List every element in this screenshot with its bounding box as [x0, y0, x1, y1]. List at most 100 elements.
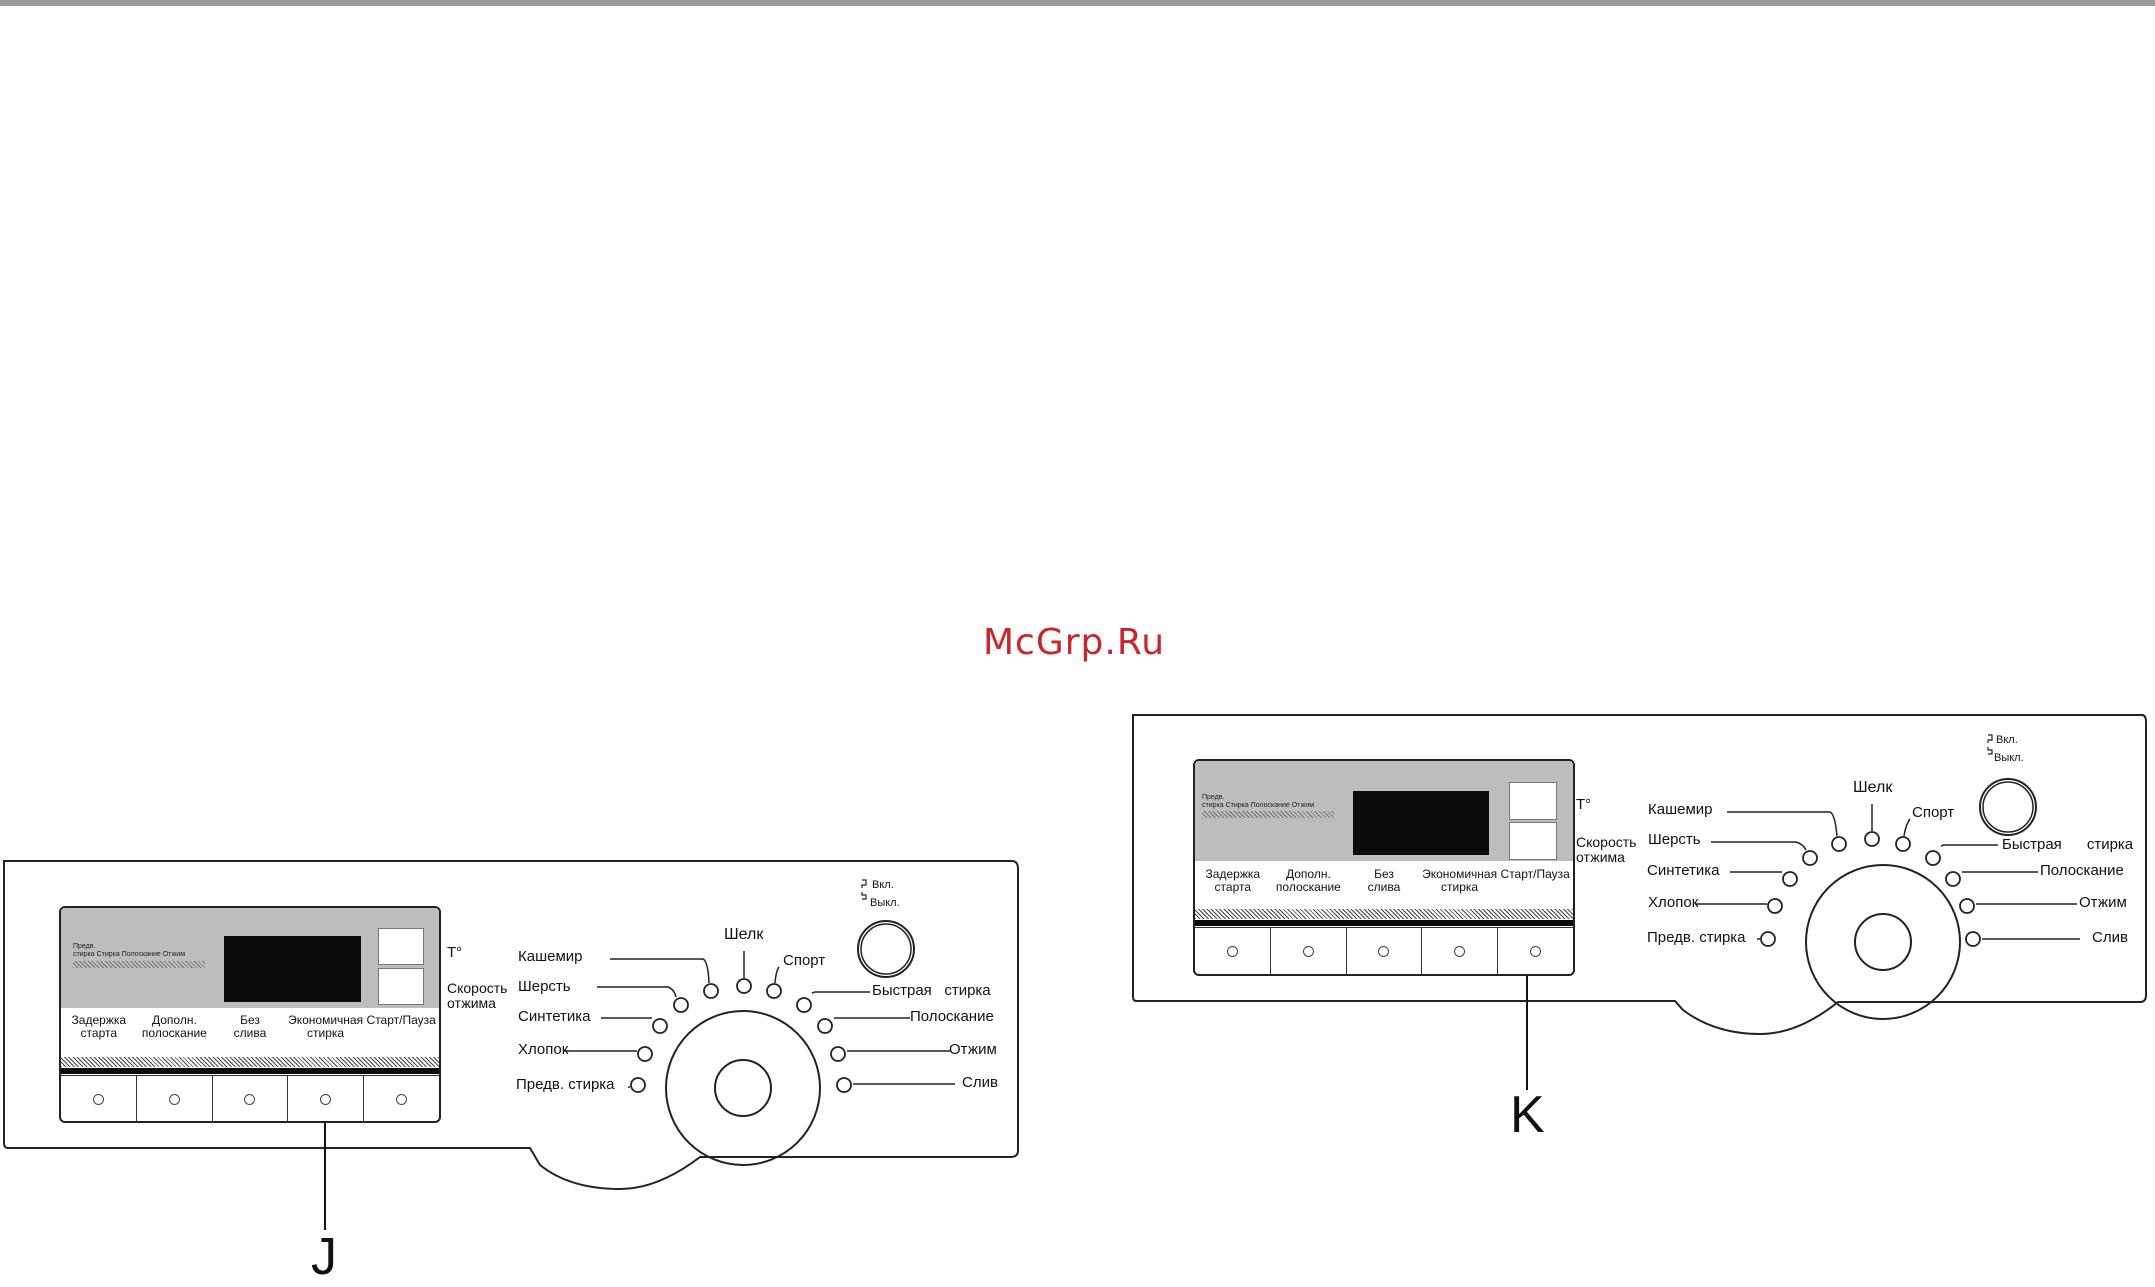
phase-labels: Предв. стирка Стирка Полоскание Отжим: [1202, 794, 1315, 809]
label-cotton: Хлопок: [518, 1041, 569, 1058]
power-on-label: Вкл.: [872, 879, 894, 891]
delay-start-button[interactable]: [1195, 928, 1270, 974]
label-wool: Шерсть: [1648, 831, 1701, 848]
label-wool: Шерсть: [518, 978, 571, 995]
power-on-label: Вкл.: [1996, 734, 2018, 746]
led-rinse: [1945, 871, 1961, 887]
led-silk: [1864, 831, 1880, 847]
phase-labels: Предв. стирка Стирка Полоскание Отжим: [73, 943, 186, 958]
label-spin: Отжим: [2079, 894, 2127, 911]
mesh-strip: [1195, 909, 1573, 919]
label-cashmere: Кашемир: [1648, 801, 1713, 818]
button-dot: [168, 1093, 180, 1105]
led-synthetics: [652, 1018, 668, 1034]
label-start-pause: Старт/Пауза: [366, 1013, 436, 1027]
program-dial-ring[interactable]: [1805, 864, 1961, 1020]
led-cashmere: [1831, 836, 1847, 852]
label-extra-rinse: Дополн.полоскание: [1275, 867, 1341, 894]
button-dot: [1530, 946, 1542, 957]
temp-display: [1509, 782, 1557, 820]
button-dot: [1226, 946, 1238, 957]
extra-rinse-button[interactable]: [135, 1076, 212, 1121]
panel-outline-k: [1132, 714, 2147, 1090]
button-dot: [396, 1093, 408, 1105]
option-buttons: [61, 1075, 439, 1121]
button-dot: [1454, 946, 1466, 957]
label-prewash: Предв. стирка: [1647, 929, 1746, 946]
led-wool: [1802, 850, 1818, 866]
label-cashmere: Кашемир: [518, 948, 583, 965]
lcd-screen: [224, 936, 361, 1002]
program-dial-ring[interactable]: [665, 1010, 821, 1166]
callout-j: J: [311, 1228, 337, 1286]
lcd-screen: [1353, 791, 1489, 855]
temp-label: T°: [447, 944, 463, 961]
phase-indicator-strip: [73, 961, 205, 968]
led-sport: [766, 983, 782, 999]
button-dot: [1302, 946, 1314, 957]
black-strip: [1195, 920, 1573, 926]
led-silk: [736, 978, 752, 994]
led-spin: [830, 1046, 846, 1062]
label-sport: Спорт: [1912, 804, 1955, 821]
led-cotton: [1767, 898, 1783, 914]
power-knob[interactable]: [857, 920, 915, 978]
power-knob[interactable]: [1979, 778, 2037, 836]
label-start-pause: Старт/Пауза: [1500, 867, 1570, 881]
label-silk: Шелк: [1853, 779, 1893, 796]
spin-display: [378, 968, 424, 1005]
label-synthetics: Синтетика: [518, 1008, 591, 1025]
mesh-strip: [61, 1057, 439, 1067]
power-off-label: Выкл.: [870, 897, 900, 909]
program-knob[interactable]: [1854, 913, 1912, 971]
start-pause-button[interactable]: [363, 1076, 439, 1121]
label-spin: Отжим: [949, 1041, 997, 1058]
label-drain: Слив: [2092, 929, 2128, 946]
eco-wash-button[interactable]: [287, 1076, 363, 1121]
led-prewash: [1760, 931, 1776, 947]
label-rinse: Полоскание: [2040, 862, 2124, 879]
temp-label: T°: [1576, 796, 1592, 813]
label-quick-wash: Быстрая стирка: [872, 982, 991, 999]
led-spin: [1959, 898, 1975, 914]
top-rule: [0, 0, 2155, 6]
eco-wash-button[interactable]: [1421, 928, 1497, 974]
button-dot: [244, 1093, 256, 1105]
no-drain-button[interactable]: [1345, 928, 1422, 974]
control-panel-j: Предв. стирка Стирка Полоскание Отжим За…: [0, 855, 1025, 1286]
label-cotton: Хлопок: [1648, 894, 1699, 911]
led-sport: [1895, 836, 1911, 852]
black-strip: [61, 1068, 439, 1074]
watermark: McGrp.Ru: [983, 622, 1166, 663]
label-prewash: Предв. стирка: [516, 1076, 615, 1093]
start-pause-button[interactable]: [1497, 928, 1573, 974]
label-extra-rinse: Дополн.полоскание: [141, 1013, 207, 1040]
panel-outline-j: [3, 860, 1019, 1230]
program-knob[interactable]: [714, 1059, 772, 1117]
label-sport: Спорт: [783, 952, 826, 969]
led-drain: [836, 1077, 852, 1093]
delay-start-button[interactable]: [61, 1076, 136, 1121]
option-buttons: [1195, 927, 1573, 974]
led-cotton: [637, 1046, 653, 1062]
control-panel-k: Предв. стирка Стирка Полоскание Отжим За…: [1130, 712, 2155, 1172]
led-cashmere: [703, 983, 719, 999]
led-rinse: [817, 1018, 833, 1034]
led-wool: [673, 997, 689, 1013]
led-quick-wash: [796, 997, 812, 1013]
no-drain-button[interactable]: [211, 1076, 288, 1121]
callout-k: K: [1510, 1086, 1545, 1144]
led-synthetics: [1782, 871, 1798, 887]
button-dot: [92, 1093, 104, 1105]
led-drain: [1965, 931, 1981, 947]
extra-rinse-button[interactable]: [1269, 928, 1346, 974]
